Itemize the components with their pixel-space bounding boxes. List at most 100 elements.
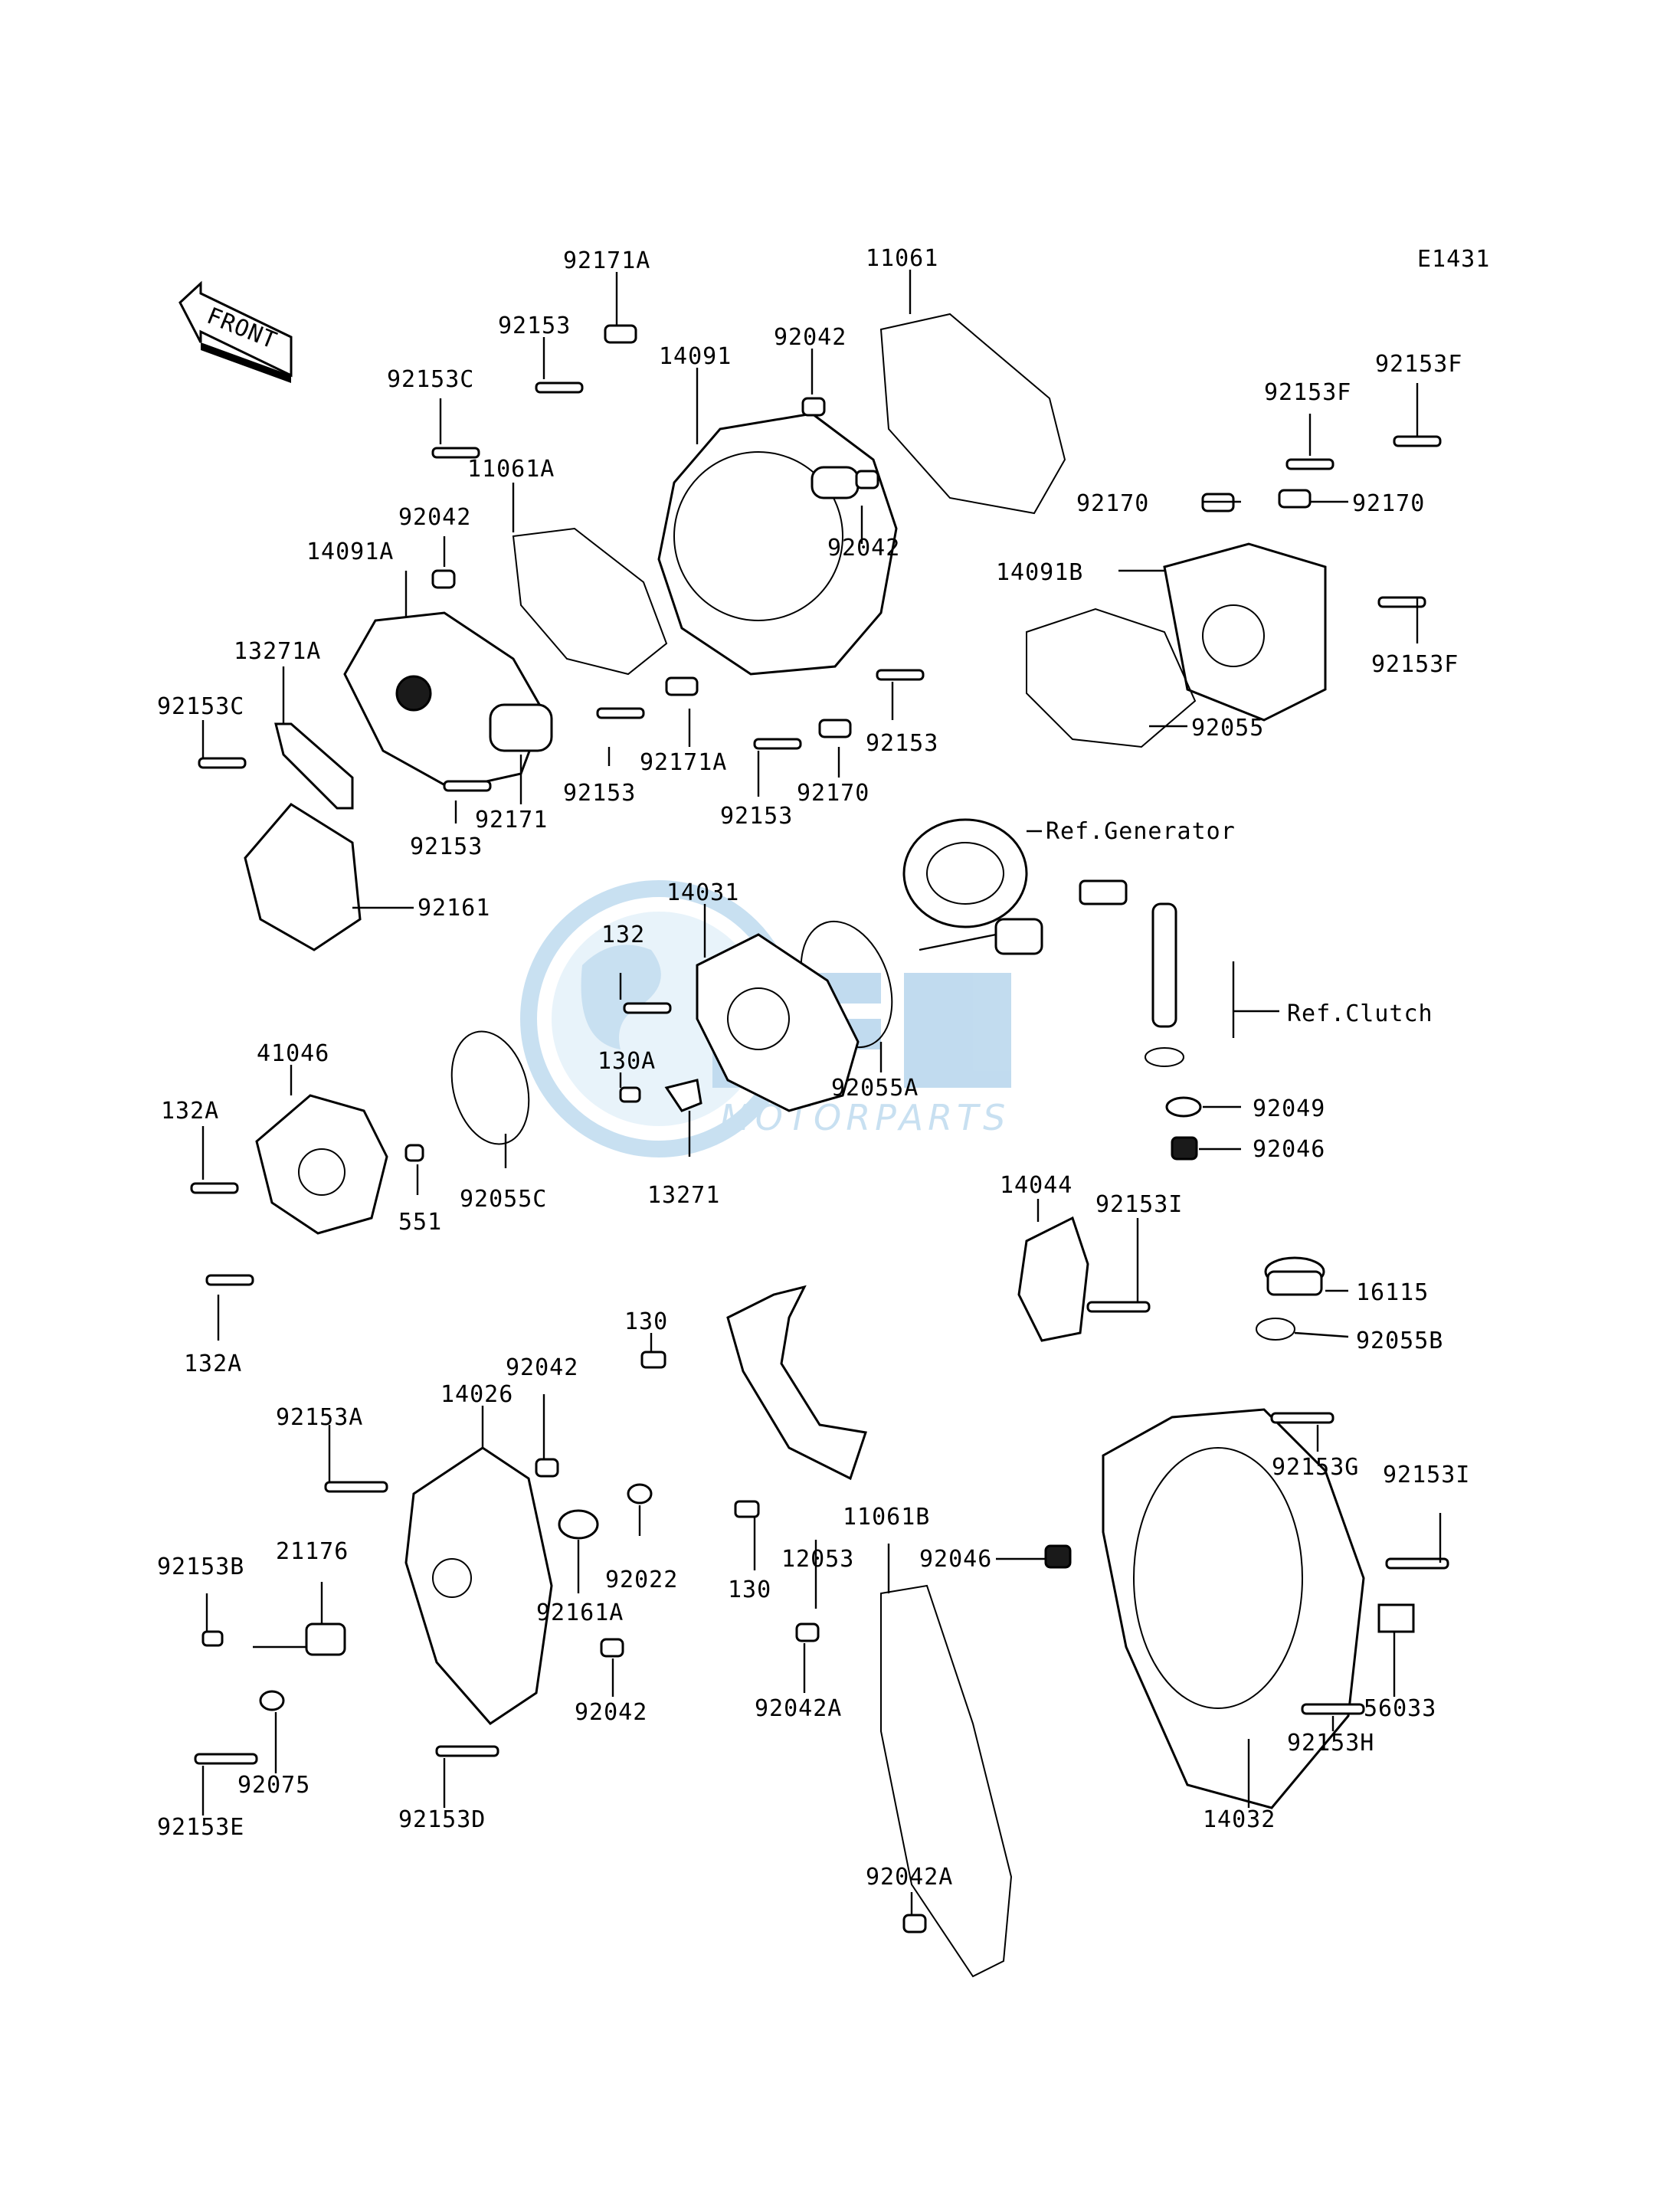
label-92153H: 92153H [1287, 1730, 1374, 1757]
label-130A: 130A [598, 1048, 656, 1075]
part-labels: 92171A 11061 92153 14091 92042 92153C 11… [157, 245, 1470, 1891]
label-92170-c: 92170 [1352, 490, 1425, 517]
label-92042A-b: 92042A [866, 1864, 953, 1891]
label-92046-a: 92046 [1253, 1136, 1325, 1163]
part-92046-bearing-b [1044, 1544, 1072, 1569]
label-92055C: 92055C [460, 1186, 547, 1213]
label-92055A: 92055A [831, 1075, 919, 1102]
label-ref-clutch: Ref.Clutch [1287, 1000, 1433, 1027]
part-92161-guard [244, 803, 362, 951]
label-92153G: 92153G [1272, 1454, 1359, 1481]
label-11061: 11061 [866, 245, 938, 272]
part-14091B-cover [1163, 542, 1327, 722]
label-11061B: 11061B [843, 1504, 930, 1531]
label-132A-b: 132A [184, 1351, 242, 1377]
part-13271A-bracket [274, 722, 354, 810]
leader-lines [201, 270, 1442, 1915]
label-92153B: 92153B [157, 1554, 244, 1580]
label-14031: 14031 [666, 879, 739, 906]
label-92042-a: 92042 [774, 324, 847, 351]
label-92171A-top: 92171A [563, 247, 650, 274]
label-92161A: 92161A [536, 1599, 624, 1626]
part-92049-seal [1165, 1096, 1202, 1118]
part-generator-stator [902, 818, 1043, 955]
label-92153-c: 92153 [563, 780, 636, 807]
part-92022-washer [627, 1483, 653, 1505]
label-92153C-b: 92153C [157, 693, 244, 720]
bolt-group [190, 324, 1449, 1765]
label-92042-c: 92042 [827, 535, 900, 562]
part-14031-cover [696, 933, 860, 1112]
label-92049: 92049 [1253, 1095, 1325, 1122]
part-92161A-damper [558, 1509, 599, 1540]
label-92042A-a: 92042A [755, 1695, 842, 1722]
label-14032: 14032 [1203, 1806, 1276, 1833]
part-11061-gasket [879, 313, 1066, 515]
part-clutch-cable [1079, 879, 1184, 1067]
label-14091A: 14091A [306, 539, 394, 565]
part-14032-clutch-cover [1102, 1408, 1365, 1809]
label-21176: 21176 [276, 1538, 349, 1565]
label-92170-a: 92170 [797, 780, 869, 807]
part-14091A-cover [343, 611, 545, 791]
part-92171-clamp [489, 703, 553, 752]
part-551-dowel [404, 1144, 424, 1162]
label-56033: 56033 [1364, 1695, 1436, 1722]
part-92075-washer [259, 1690, 285, 1711]
part-14044-bracket [1017, 1216, 1089, 1342]
part-92042-dowel-e [600, 1638, 624, 1658]
part-12053-guard [726, 1285, 867, 1481]
label-92153F-a: 92153F [1375, 351, 1462, 378]
label-92075: 92075 [237, 1772, 310, 1799]
label-92171A-b: 92171A [640, 749, 727, 776]
part-92042-dowel-a [801, 397, 826, 417]
part-14026-cover [404, 1446, 553, 1725]
label-14091: 14091 [659, 343, 732, 370]
label-92153C-a: 92153C [387, 366, 474, 393]
part-14091-cover [657, 412, 898, 676]
label-92153I-b: 92153I [1383, 1462, 1470, 1488]
label-92022: 92022 [605, 1567, 678, 1593]
part-92042-dowel-c [431, 569, 456, 589]
label-13271: 13271 [647, 1182, 720, 1209]
part-56033-label [1377, 1603, 1415, 1633]
label-13271A: 13271A [234, 638, 321, 665]
label-12053: 12053 [781, 1546, 854, 1573]
part-92042A-dowel-a [795, 1622, 820, 1642]
label-92042-d: 92042 [506, 1354, 578, 1381]
label-551: 551 [398, 1209, 442, 1236]
part-11061A-gasket [512, 527, 668, 676]
label-92153-top: 92153 [498, 313, 571, 339]
label-92153F-c: 92153F [1371, 651, 1459, 678]
part-16115-plug [1264, 1256, 1325, 1296]
label-92170-b: 92170 [1076, 490, 1149, 517]
part-11061B-gasket [880, 1584, 1013, 1978]
label-16115: 16115 [1356, 1279, 1429, 1306]
label-92042-b: 92042 [398, 504, 471, 531]
label-132: 132 [601, 922, 645, 948]
label-92042-e: 92042 [575, 1699, 647, 1726]
label-132A-a: 132A [161, 1098, 219, 1125]
label-92161: 92161 [418, 895, 490, 922]
label-92171: 92171 [475, 807, 548, 833]
part-92055-gasket [1026, 607, 1197, 748]
label-ref-generator: Ref.Generator [1046, 818, 1236, 845]
label-92046-b: 92046 [919, 1546, 992, 1573]
label-14091B: 14091B [996, 559, 1083, 586]
label-92153F-b: 92153F [1264, 379, 1351, 406]
label-92055B: 92055B [1356, 1328, 1443, 1354]
label-92153D: 92153D [398, 1806, 486, 1833]
front-arrow-icon: FRONT [178, 280, 293, 383]
label-92153-d: 92153 [720, 803, 793, 830]
label-11061A: 11061A [467, 456, 555, 483]
part-92046-bearing-a [1171, 1136, 1198, 1161]
watermark-text: MOTORPARTS [720, 1097, 1010, 1138]
label-92153A: 92153A [276, 1404, 363, 1431]
label-130-a: 130 [624, 1308, 668, 1335]
part-13271-bracket [664, 1079, 702, 1112]
label-41046: 41046 [257, 1040, 329, 1067]
label-92153E: 92153E [157, 1814, 244, 1841]
label-14044: 14044 [1000, 1172, 1073, 1199]
